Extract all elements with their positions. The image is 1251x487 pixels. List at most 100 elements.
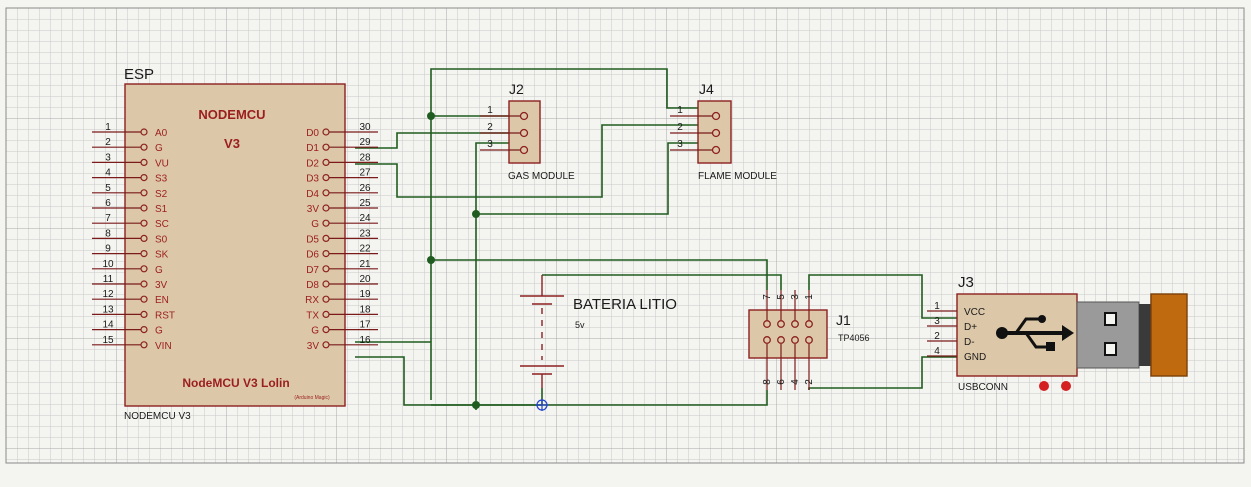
wire-j4-pin3[interactable] <box>476 142 698 215</box>
esp-pin-circle <box>140 326 148 334</box>
wire-bus-j1-pin7[interactable] <box>431 259 768 290</box>
sheet-border <box>5 7 1245 464</box>
esp-pin-circle <box>140 295 148 303</box>
j1-pin-circle <box>777 320 785 328</box>
esp-right-pin-number: 17 <box>359 320 371 331</box>
esp-right-pin-number: 20 <box>359 274 371 285</box>
connector-pin-number: 2 <box>487 122 493 133</box>
wire-d2-j4-pin2[interactable] <box>355 124 698 198</box>
usb-pin-number: 2 <box>934 331 940 342</box>
esp-left-pin-number: 15 <box>102 335 114 346</box>
battery-value: 5v <box>575 320 585 330</box>
esp-left-pin-number: 8 <box>105 228 111 239</box>
j2-ref: J2 <box>509 81 524 97</box>
connector-pin-number: 3 <box>677 139 683 150</box>
esp-right-pin-number: 18 <box>359 304 371 315</box>
esp-left-pin-label: VU <box>155 158 169 169</box>
esp-right-pin-number: 29 <box>359 137 371 148</box>
esp-left-pin-label: S2 <box>155 189 168 200</box>
j1-pin-circle <box>791 336 799 344</box>
wire-d1-j2-pin2[interactable] <box>355 132 509 149</box>
j1-pin-number: 8 <box>762 379 773 385</box>
esp-right-pin-number: 28 <box>359 152 371 163</box>
esp-right-pin-label: D8 <box>306 280 319 291</box>
j1-pin-circle <box>791 320 799 328</box>
esp-left-pin-number: 5 <box>105 183 111 194</box>
esp-title: NODEMCU <box>198 107 265 122</box>
j2-gas-module[interactable]: J2 123 GAS MODULE <box>480 81 575 182</box>
esp-pin-circle <box>140 234 148 242</box>
j1-pin-circle <box>777 336 785 344</box>
esp-pin-circle <box>322 280 330 288</box>
esp-pin-circle <box>322 310 330 318</box>
esp-pin-circle <box>140 128 148 136</box>
esp-pin-circle <box>140 174 148 182</box>
wire-battery-plus[interactable] <box>542 274 782 290</box>
connector-pin-number: 1 <box>487 105 493 116</box>
esp-right-pin-label: 3V <box>307 341 320 352</box>
esp-left-pin-label: G <box>155 143 163 154</box>
esp-left-pin-label: SK <box>155 250 169 261</box>
wire-j2-pin3[interactable] <box>475 142 509 410</box>
esp-left-pin-label: RST <box>155 310 175 321</box>
j1-pin-circle <box>763 336 771 344</box>
j2-value: GAS MODULE <box>508 171 575 182</box>
connector-pin-circle <box>711 145 721 155</box>
j1-ref: J1 <box>836 312 851 328</box>
j1-pin-number: 7 <box>762 294 773 300</box>
j1-pin-number: 2 <box>804 379 815 385</box>
esp-pin-circle <box>322 128 330 136</box>
usb-plug-metal <box>1076 301 1140 369</box>
usb-led-2 <box>1061 381 1071 391</box>
wire-j4-pin1[interactable] <box>430 68 698 400</box>
esp-pin-circle <box>322 189 330 197</box>
usb-pin-number: 4 <box>934 346 940 357</box>
connector-pin-circle <box>519 111 529 121</box>
esp-pin-circle <box>140 310 148 318</box>
esp-left-pin-number: 13 <box>102 304 114 315</box>
esp-right-pin-label: D5 <box>306 234 319 245</box>
esp-pin-circle <box>140 250 148 258</box>
esp-ref: ESP <box>124 66 154 83</box>
connector-pin-number: 2 <box>677 122 683 133</box>
esp-right-pin-number: 16 <box>359 335 371 346</box>
esp-right-pin-label: RX <box>305 295 319 306</box>
connector-pin-circle <box>519 145 529 155</box>
esp-pin-circle <box>140 189 148 197</box>
esp-pin-circle <box>322 158 330 166</box>
esp-pin-circle <box>140 341 148 349</box>
esp-left-pin-label: S3 <box>155 174 168 185</box>
esp-left-pin-number: 4 <box>105 168 111 179</box>
j4-pins: 123 <box>670 105 721 155</box>
wires <box>355 68 957 410</box>
esp-pin-circle <box>140 265 148 273</box>
j4-body <box>697 100 732 164</box>
esp-pin-circle <box>140 143 148 151</box>
connector-pin-circle <box>711 111 721 121</box>
j1-pin-number: 5 <box>776 294 787 300</box>
wire-esp-3v-pin16[interactable] <box>355 356 768 406</box>
esp-right-pin-label: D4 <box>306 189 319 200</box>
junctions <box>427 112 480 409</box>
j2-pins: 123 <box>480 105 529 155</box>
wire-j1-usb-vcc[interactable] <box>808 274 957 319</box>
esp-right-pin-label: D6 <box>306 250 319 261</box>
esp-pin-circle <box>322 326 330 334</box>
esp-left-pin-label: EN <box>155 295 169 306</box>
esp-right-pin-number: 27 <box>359 168 371 179</box>
esp-module[interactable]: ESP NODEMCU V3 NodeMCU V3 Lolin (Arduino… <box>92 66 378 422</box>
esp-right-pin-number: 24 <box>359 213 371 224</box>
esp-right-pin-number: 30 <box>359 122 371 133</box>
esp-footer: NodeMCU V3 Lolin <box>182 376 289 390</box>
usb-pin-label: D- <box>964 337 975 348</box>
battery[interactable]: BATERIA LITIO 5v <box>520 275 677 388</box>
j4-flame-module[interactable]: J4 123 FLAME MODULE <box>670 81 777 182</box>
esp-right-pin-number: 23 <box>359 228 371 239</box>
junction-dot <box>427 256 435 264</box>
j1-pin-circle <box>805 320 813 328</box>
j1-pin-number: 4 <box>790 379 801 385</box>
